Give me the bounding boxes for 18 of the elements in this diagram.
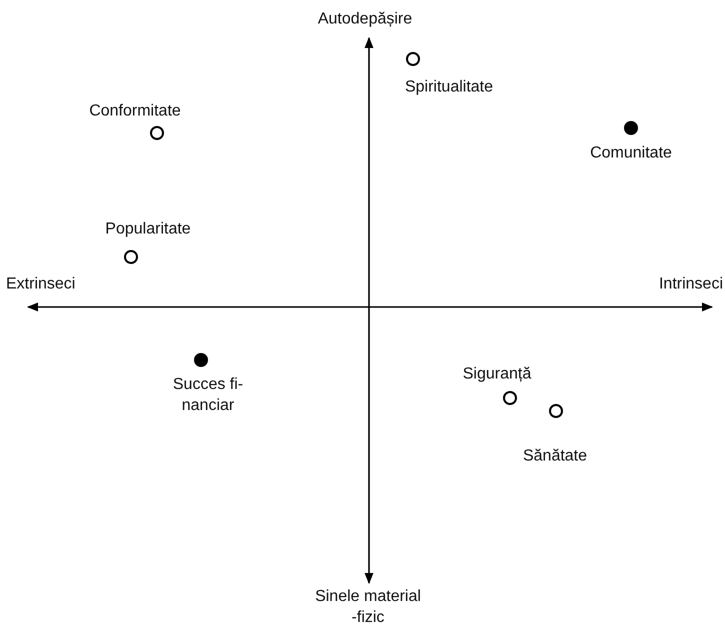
axis-label: Extrinseci [6, 274, 76, 294]
hollow-point [549, 404, 563, 418]
hollow-point [406, 52, 420, 66]
point-label: Succes fi- nanciar [172, 375, 244, 416]
point-label: Comunitate [590, 144, 672, 164]
point-label: Sănătate [522, 446, 588, 466]
axis-label: Autodepășire [318, 10, 412, 30]
axis-label: Intrinseci [658, 274, 723, 294]
point-label: Conformitate [89, 102, 181, 122]
axis-label: Sinele material -fizic [314, 587, 422, 626]
filled-point [194, 353, 208, 367]
hollow-point [150, 126, 164, 140]
hollow-point [503, 391, 517, 405]
filled-point [624, 121, 638, 135]
point-label: Siguranță [462, 364, 532, 384]
hollow-point [124, 250, 138, 264]
point-label: Popularitate [105, 220, 191, 240]
point-label: Spiritualitate [404, 78, 494, 98]
